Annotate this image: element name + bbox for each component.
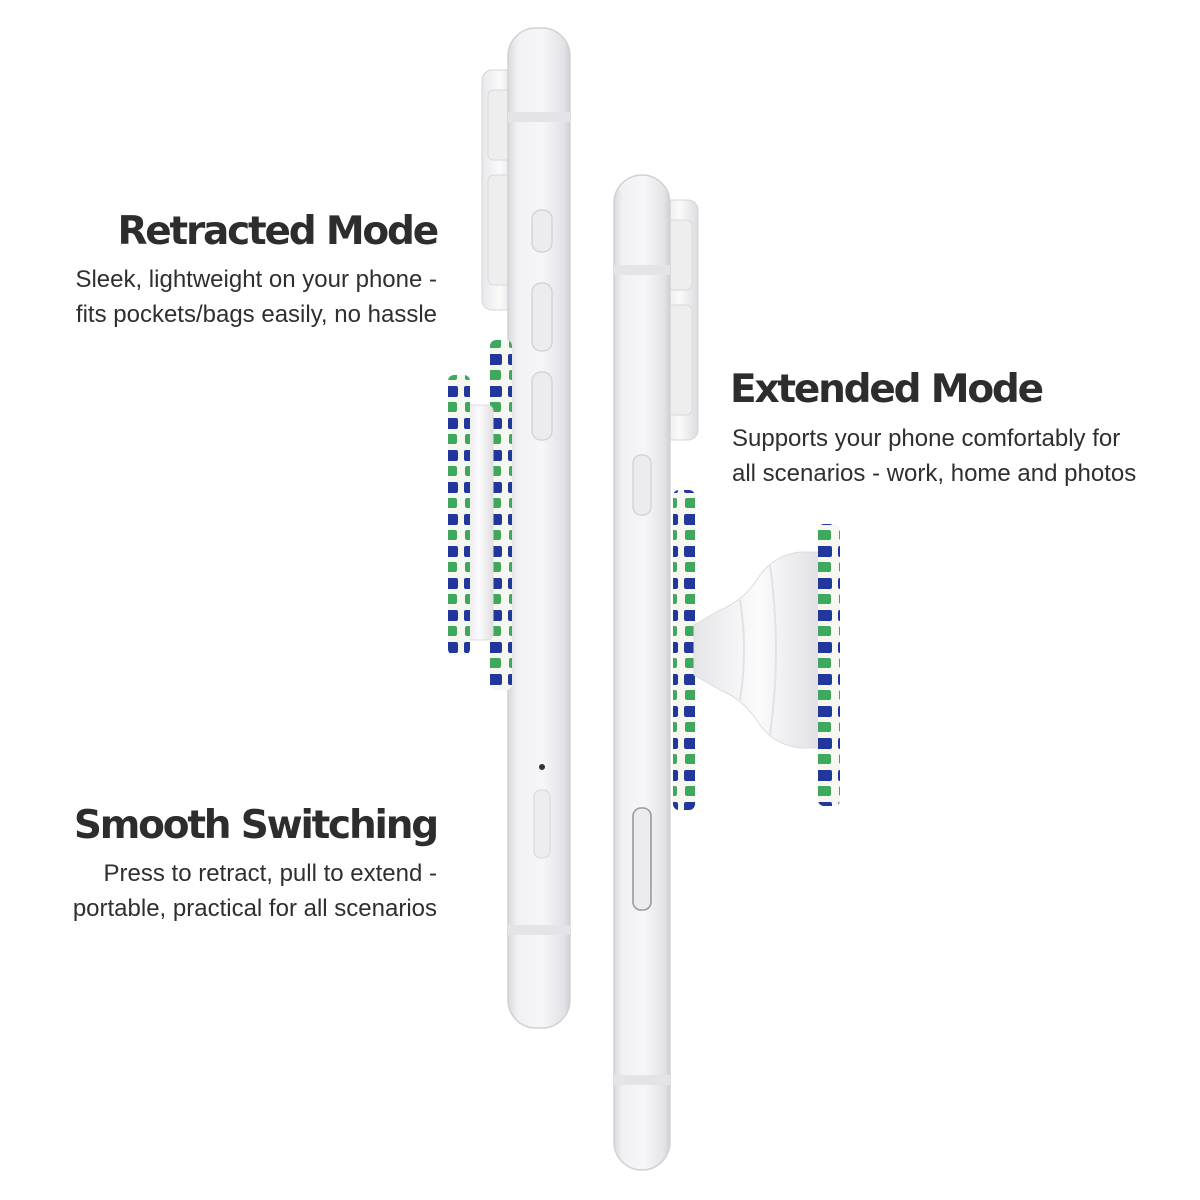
phone-body (613, 174, 671, 1171)
sim-tray (533, 789, 551, 859)
extended-line-1: Supports your phone comfortably for (732, 425, 1121, 452)
retracted-grip (448, 340, 512, 690)
volume-up-button (531, 282, 553, 352)
extended-grip (673, 490, 840, 810)
extended-line-2: all scenarios - work, home and photos (732, 460, 1137, 487)
power-button (632, 807, 652, 911)
volume-down-button (531, 371, 553, 441)
extended-phone (613, 174, 699, 1171)
side-button (632, 454, 652, 516)
grip-accordion-stem (693, 551, 823, 749)
grip-base-disc (673, 490, 695, 810)
action-button (531, 209, 553, 253)
retracted-phone (481, 27, 571, 1029)
extended-mode-heading: Extended Mode (730, 367, 1044, 412)
retracted-line-2: fits pockets/bags easily, no hassle (75, 301, 437, 328)
phone-body (507, 27, 571, 1029)
smooth-line-2: portable, practical for all scenarios (72, 895, 437, 922)
grip-base-disc (490, 340, 512, 690)
grip-top-disc (818, 524, 840, 806)
microphone-hole (539, 764, 545, 770)
smooth-line-1: Press to retract, pull to extend - (103, 860, 437, 887)
grip-top-disc (448, 375, 470, 655)
smooth-switching-heading: Smooth Switching (73, 803, 439, 848)
extended-mode-description: Supports your phone comfortably for all … (732, 421, 1136, 491)
retracted-line-1: Sleek, lightweight on your phone - (75, 266, 437, 293)
smooth-switching-description: Press to retract, pull to extend - porta… (73, 856, 437, 926)
retracted-mode-description: Sleek, lightweight on your phone - fits … (75, 262, 437, 332)
retracted-mode-heading: Retracted Mode (117, 209, 439, 254)
